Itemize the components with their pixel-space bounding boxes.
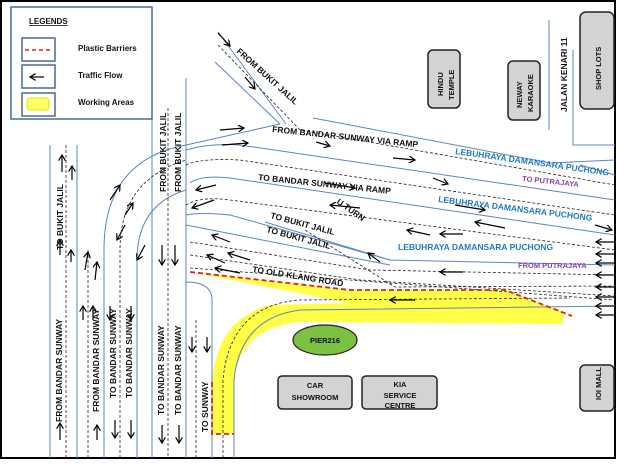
svg-text:TO BANDAR SUNWAY: TO BANDAR SUNWAY bbox=[173, 325, 183, 415]
working-area-legend-icon bbox=[26, 97, 50, 111]
road-edges bbox=[49, 20, 616, 458]
svg-text:FROM BUKIT JALIL: FROM BUKIT JALIL bbox=[173, 113, 183, 192]
building-kia-service-centre: KIA SERVICE CENTRE bbox=[361, 375, 438, 410]
svg-text:TO BUKIT JALIL: TO BUKIT JALIL bbox=[55, 184, 65, 250]
plastic-barrier bbox=[211, 382, 234, 435]
svg-text:KARAOKE: KARAOKE bbox=[526, 74, 535, 112]
svg-text:NEWAY: NEWAY bbox=[515, 81, 524, 108]
building-shop-lots: SHOP LOTS bbox=[579, 11, 615, 110]
svg-text:LEGENDS: LEGENDS bbox=[29, 17, 68, 26]
svg-text:PIER216: PIER216 bbox=[310, 336, 340, 345]
legend: LEGENDS Plastic Barriers Traffic Flow Wo… bbox=[10, 6, 153, 120]
svg-text:SHOP LOTS: SHOP LOTS bbox=[594, 47, 603, 90]
svg-text:CENTRE: CENTRE bbox=[385, 401, 416, 410]
svg-text:IOI MALL: IOI MALL bbox=[594, 367, 603, 400]
building-neway-karaoke: NEWAY KARAOKE bbox=[507, 60, 541, 121]
svg-text:TO BANDAR SUNWAY: TO BANDAR SUNWAY bbox=[108, 308, 118, 398]
svg-text:FROM BANDAR SUNWAY: FROM BANDAR SUNWAY bbox=[91, 309, 101, 412]
svg-text:FROM PUTRAJAYA: FROM PUTRAJAYA bbox=[518, 261, 587, 270]
svg-text:Working Areas: Working Areas bbox=[78, 98, 135, 107]
working-area bbox=[190, 272, 565, 434]
svg-text:TO BANDAR SUNWAY: TO BANDAR SUNWAY bbox=[124, 308, 134, 398]
svg-text:TEMPLE: TEMPLE bbox=[447, 70, 456, 100]
svg-text:SERVICE: SERVICE bbox=[384, 391, 417, 400]
svg-text:LEBUHRAYA DAMANSARA PUCHONG: LEBUHRAYA DAMANSARA PUCHONG bbox=[398, 242, 553, 252]
lane-dividers bbox=[65, 44, 616, 458]
traffic-flow-arrows bbox=[60, 32, 614, 443]
plastic-barrier bbox=[189, 271, 573, 317]
svg-text:TO SUNWAY: TO SUNWAY bbox=[200, 381, 210, 432]
svg-text:TO BANDAR SUNWAY: TO BANDAR SUNWAY bbox=[156, 325, 166, 415]
svg-text:SHOWROOM: SHOWROOM bbox=[292, 393, 339, 402]
svg-text:HINDU: HINDU bbox=[436, 72, 445, 96]
svg-text:KIA: KIA bbox=[394, 380, 408, 389]
svg-text:JALAN KENARI 11: JALAN KENARI 11 bbox=[559, 37, 569, 112]
building-ioi-mall: IOI MALL bbox=[579, 364, 615, 412]
pier216-marker: PIER216 bbox=[292, 324, 358, 356]
svg-text:FROM BUKIT JALIL: FROM BUKIT JALIL bbox=[158, 113, 168, 192]
svg-text:Traffic Flow: Traffic Flow bbox=[78, 71, 123, 80]
building-hindu-temple: HINDU TEMPLE bbox=[427, 49, 461, 109]
building-car-showroom: CAR SHOWROOM bbox=[277, 375, 353, 410]
svg-text:CAR: CAR bbox=[307, 381, 324, 390]
svg-text:FROM BANDAR SUNWAY: FROM BANDAR SUNWAY bbox=[54, 319, 64, 422]
svg-text:Plastic Barriers: Plastic Barriers bbox=[78, 44, 137, 53]
